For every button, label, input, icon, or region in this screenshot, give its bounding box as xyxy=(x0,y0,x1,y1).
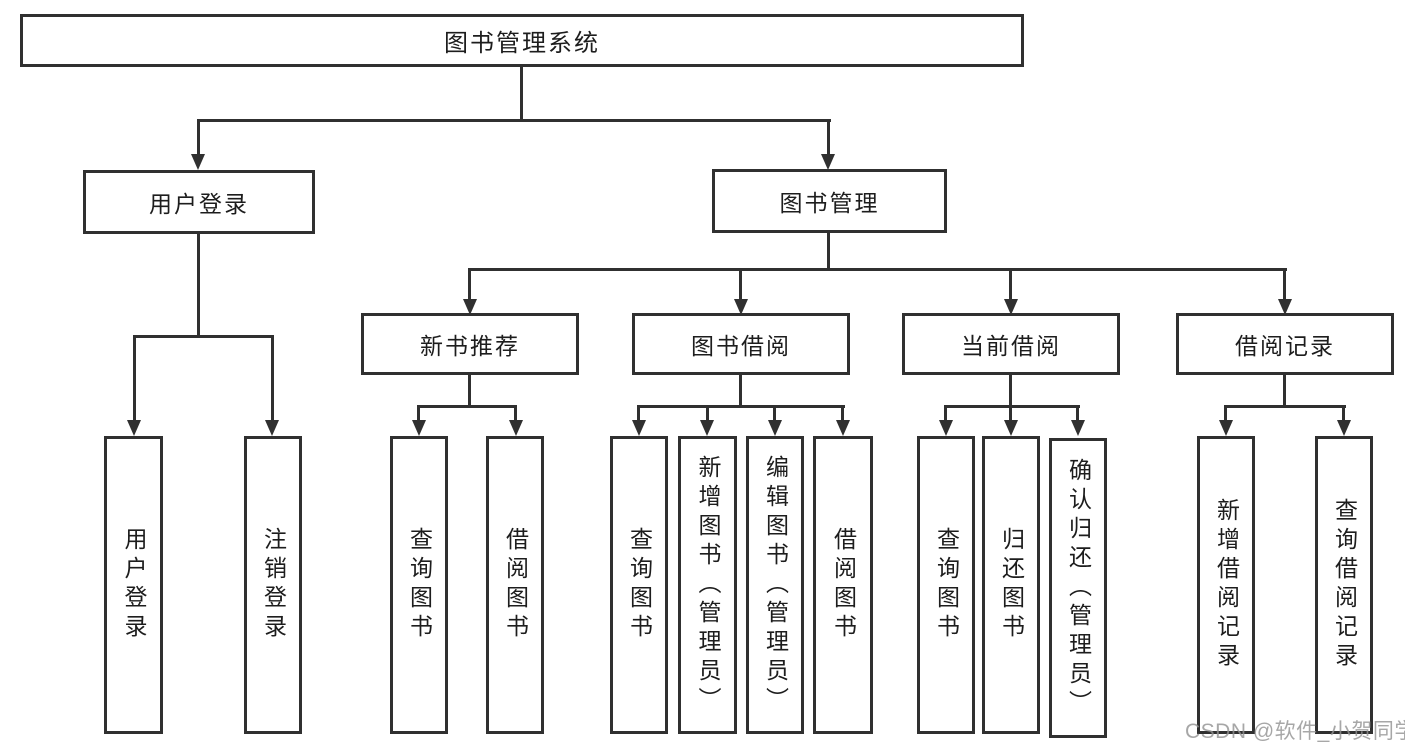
connector-segment xyxy=(1009,375,1012,407)
node-label: 归还图书 xyxy=(998,527,1025,643)
connector-segment xyxy=(198,119,831,122)
arrowhead-down xyxy=(412,420,426,436)
arrowhead-down xyxy=(821,154,835,170)
node-book-management: 图书管理 xyxy=(712,169,947,233)
connector-segment xyxy=(827,233,830,270)
connector-segment xyxy=(739,375,742,407)
node-label: 图书管理系统 xyxy=(444,30,600,57)
node-book-borrow: 图书借阅 xyxy=(632,313,850,375)
node-label: 当前借阅 xyxy=(961,333,1061,359)
node-current-borrow: 当前借阅 xyxy=(902,313,1120,375)
arrowhead-down xyxy=(734,299,748,315)
connector-segment xyxy=(468,268,1287,271)
connector-segment xyxy=(1009,268,1012,300)
arrowhead-down xyxy=(1278,299,1292,315)
csdn-watermark: CSDN @软件_小贺同学 xyxy=(1185,720,1405,743)
connector-segment xyxy=(827,119,830,155)
node-borrow-books-2: 借阅图书 xyxy=(813,436,873,734)
node-label: 查询图书 xyxy=(933,527,960,643)
connector-segment xyxy=(637,405,640,421)
connector-segment xyxy=(773,405,776,421)
node-query-books-2: 查询图书 xyxy=(610,436,668,734)
connector-segment xyxy=(1342,405,1345,421)
node-label: 新增图书（管理员） xyxy=(695,454,721,716)
connector-segment xyxy=(1224,405,1227,421)
arrowhead-down xyxy=(265,420,279,436)
arrowhead-down xyxy=(463,299,477,315)
node-user-login: 用户登录 xyxy=(83,170,315,234)
connector-segment xyxy=(739,268,742,300)
node-add-books-admin: 新增图书（管理员） xyxy=(678,436,737,734)
node-label: 用户登录 xyxy=(121,527,147,643)
arrowhead-down xyxy=(1337,420,1351,436)
connector-segment xyxy=(417,405,517,408)
node-logout-leaf: 注销登录 xyxy=(244,436,302,734)
node-label: 查询借阅记录 xyxy=(1331,498,1358,672)
node-query-books-1: 查询图书 xyxy=(390,436,448,734)
arrowhead-down xyxy=(632,420,646,436)
connector-segment xyxy=(1009,405,1012,421)
node-add-borrow-record: 新增借阅记录 xyxy=(1197,436,1255,734)
arrowhead-down xyxy=(191,154,205,170)
arrowhead-down xyxy=(127,420,141,436)
node-query-borrow-record: 查询借阅记录 xyxy=(1315,436,1373,734)
arrowhead-down xyxy=(939,420,953,436)
connector-segment xyxy=(944,405,947,421)
connector-segment xyxy=(637,405,845,408)
node-query-books-3: 查询图书 xyxy=(917,436,975,734)
arrowhead-down xyxy=(1004,420,1018,436)
connector-segment xyxy=(944,405,1080,408)
connector-segment xyxy=(197,119,200,155)
connector-segment xyxy=(417,405,420,421)
connector-segment xyxy=(468,375,471,407)
node-borrow-books-1: 借阅图书 xyxy=(486,436,544,734)
node-label: 查询图书 xyxy=(626,527,653,643)
node-label: 新增借阅记录 xyxy=(1213,498,1240,672)
connector-segment xyxy=(841,405,844,421)
arrowhead-down xyxy=(509,420,523,436)
node-label: 借阅记录 xyxy=(1235,333,1335,359)
node-label: 编辑图书（管理员） xyxy=(762,454,789,716)
node-confirm-return-admin: 确认归还（管理员） xyxy=(1049,438,1107,738)
arrowhead-down xyxy=(836,420,850,436)
node-label: 用户登录 xyxy=(149,191,249,217)
connector-segment xyxy=(520,67,523,121)
connector-segment xyxy=(1283,268,1286,300)
node-label: 借阅图书 xyxy=(502,527,529,643)
node-label: 借阅图书 xyxy=(830,527,857,643)
connector-segment xyxy=(133,335,136,421)
node-label: 新书推荐 xyxy=(420,333,520,359)
node-label: 注销登录 xyxy=(260,527,287,643)
node-return-books: 归还图书 xyxy=(982,436,1040,734)
connector-segment xyxy=(514,405,517,421)
node-label: 确认归还（管理员） xyxy=(1065,457,1092,719)
node-user-login-leaf: 用户登录 xyxy=(104,436,163,734)
node-borrow-records: 借阅记录 xyxy=(1176,313,1394,375)
node-root: 图书管理系统 xyxy=(20,14,1024,67)
arrowhead-down xyxy=(768,420,782,436)
connector-segment xyxy=(271,335,274,421)
connector-segment xyxy=(197,234,200,337)
node-new-book-recommend: 新书推荐 xyxy=(361,313,579,375)
arrowhead-down xyxy=(1004,299,1018,315)
node-label: 图书借阅 xyxy=(691,333,791,359)
node-label: 图书管理 xyxy=(779,190,880,216)
connector-segment xyxy=(1076,405,1079,421)
node-edit-books-admin: 编辑图书（管理员） xyxy=(746,436,804,734)
connector-segment xyxy=(706,405,709,421)
connector-segment xyxy=(1283,375,1286,407)
arrowhead-down xyxy=(1219,420,1233,436)
connector-segment xyxy=(1224,405,1346,408)
node-label: 查询图书 xyxy=(406,527,433,643)
arrowhead-down xyxy=(700,420,714,436)
connector-segment xyxy=(133,335,274,338)
arrowhead-down xyxy=(1071,420,1085,436)
connector-segment xyxy=(468,268,471,300)
